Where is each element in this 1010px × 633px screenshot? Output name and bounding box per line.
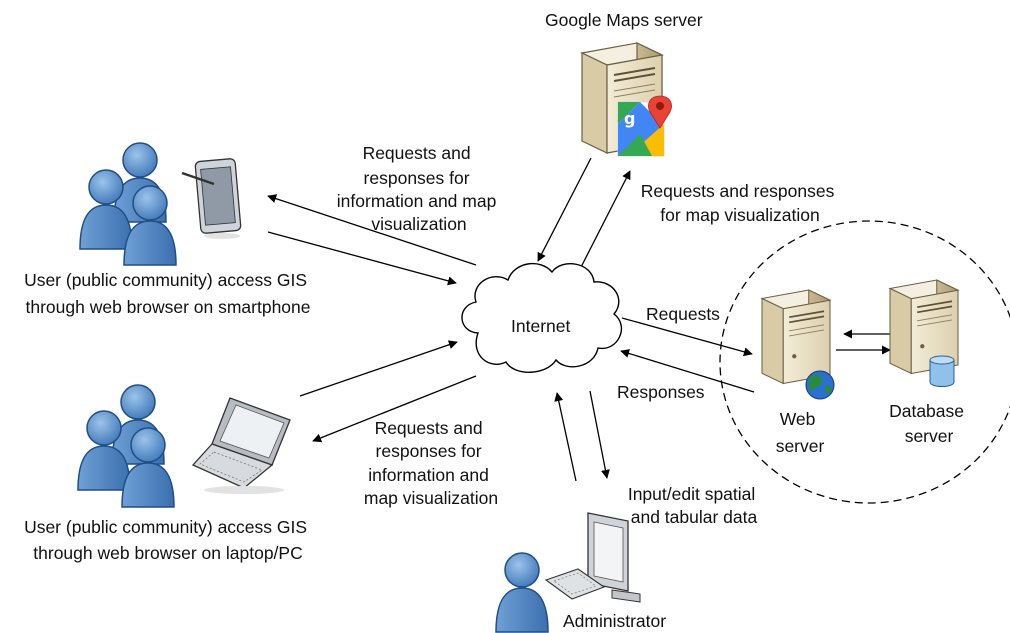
users-group-icon [79, 142, 177, 266]
database-icon [929, 355, 955, 387]
google-maps-logo-icon: g [617, 95, 672, 157]
internet-label: Internet [511, 316, 570, 336]
server-icon [761, 289, 831, 385]
google-maps-server: g Google Maps server [545, 10, 703, 157]
globe-icon [805, 370, 835, 400]
internet-cloud: Internet [461, 262, 623, 373]
web-server-label: Web server [776, 409, 825, 456]
smartphone-traffic-label: Requests and responses for information a… [337, 143, 501, 234]
person-icon [495, 552, 549, 633]
admin-traffic-label: Input/edit spatial and tabular data [628, 484, 760, 527]
requests-label: Requests [646, 304, 720, 324]
administrator: Administrator [495, 512, 666, 633]
keyboard-icon [544, 568, 606, 600]
tablet-icon [181, 158, 242, 239]
administrator-label: Administrator [563, 611, 666, 631]
svg-text:g: g [624, 109, 635, 128]
laptop-users-label: User (public community) access GIS throu… [24, 517, 312, 563]
laptop-traffic-label: Requests and responses for information a… [364, 418, 498, 508]
database-server-label: Database server [889, 401, 969, 446]
cloud-icon [461, 262, 623, 373]
laptop-users: User (public community) access GIS throu… [24, 384, 312, 563]
google-traffic-label: Requests and responses for map visualiza… [641, 181, 839, 225]
responses-label: Responses [617, 382, 705, 402]
web-server: Web server [761, 289, 835, 456]
google-maps-server-label: Google Maps server [545, 10, 703, 30]
connection-arrows [267, 157, 892, 482]
database-server: Database server [889, 279, 969, 446]
workstation-icon [587, 512, 641, 603]
users-group-icon [77, 384, 175, 508]
smartphone-users-label: User (public community) access GIS throu… [24, 270, 312, 317]
smartphone-users: User (public community) access GIS throu… [24, 142, 312, 317]
server-group-boundary [719, 220, 1010, 504]
laptop-icon [191, 397, 291, 494]
